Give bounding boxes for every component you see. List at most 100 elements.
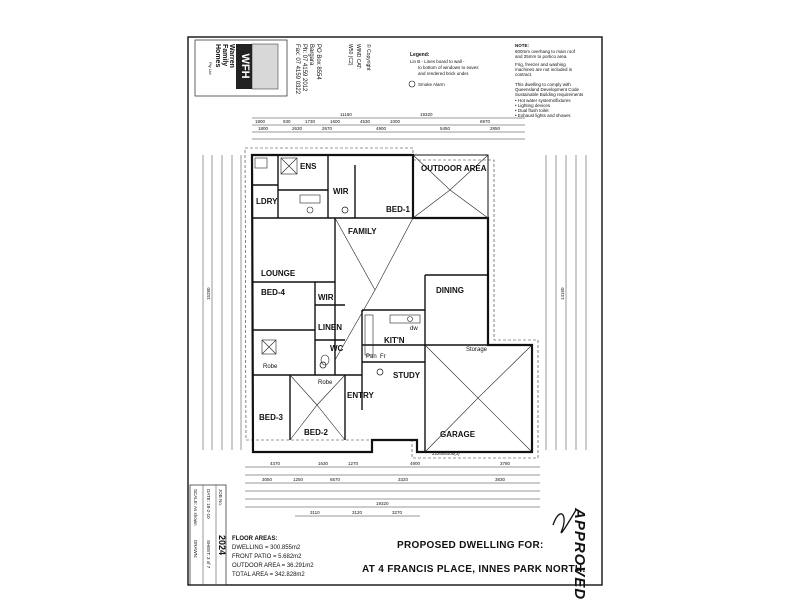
garage-door-size: 2220x5100(J) — [432, 451, 460, 456]
svg-text:PO Box 8554: PO Box 8554 — [315, 44, 321, 80]
svg-text:1000: 1000 — [390, 119, 401, 124]
svg-text:This dwelling to comply with: This dwelling to comply with — [515, 82, 571, 87]
signature-mark — [552, 509, 577, 534]
svg-text:4370: 4370 — [270, 461, 281, 466]
room-bed1: BED-1 — [386, 205, 411, 214]
eaves-line — [244, 147, 539, 459]
room-wir1: WIR — [333, 187, 349, 196]
room-ens: ENS — [300, 162, 317, 171]
svg-text:1800: 1800 — [258, 126, 269, 131]
svg-text:3050: 3050 — [262, 477, 273, 482]
svg-text:DRAWN:: DRAWN: — [193, 540, 198, 558]
svg-text:Smoke Alarm: Smoke Alarm — [418, 82, 445, 87]
company-contact: PO Box 8554 Bargara Ph: 07 4159 2012 Fax… — [294, 44, 321, 95]
svg-text:OUTDOOR AREA = 36.291m2: OUTDOOR AREA = 36.291m2 — [232, 563, 314, 569]
legend: Legend: Lin B - Lines board to wall - to… — [408, 52, 479, 88]
svg-text:3120: 3120 — [352, 510, 363, 515]
smoke-alarm-icon — [408, 80, 416, 88]
room-linen: LINEN — [318, 323, 342, 332]
svg-text:• Lighting devices: • Lighting devices — [515, 103, 551, 108]
room-ldry: LDRY — [256, 197, 278, 206]
svg-text:3780: 3780 — [500, 461, 511, 466]
svg-text:contract.: contract. — [515, 72, 532, 77]
svg-text:W50 (C2): W50 (C2) — [347, 44, 353, 66]
svg-text:Family: Family — [221, 44, 228, 66]
svg-text:1730: 1730 — [305, 119, 316, 124]
company-name: Warren Family Homes Pty Ltd — [208, 44, 235, 74]
copyright-block: © Copyright WIND CAT: W50 (C2) — [347, 44, 372, 71]
room-wc: WC — [330, 344, 344, 353]
room-fr: Fr — [380, 354, 386, 360]
laundry-tub-icon — [254, 157, 268, 169]
smoke-alarm-icon — [319, 361, 327, 369]
svg-text:930: 930 — [283, 119, 291, 124]
svg-text:1250: 1250 — [293, 477, 304, 482]
svg-text:Homes: Homes — [214, 44, 221, 67]
svg-text:and 25mm to portico area.: and 25mm to portico area. — [515, 54, 568, 59]
svg-text:TOTAL AREA = 342.828m2: TOTAL AREA = 342.828m2 — [232, 572, 305, 578]
room-entry: ENTRY — [347, 391, 374, 400]
svg-text:and rendered brick under.: and rendered brick under. — [418, 71, 469, 76]
svg-text:Legend:: Legend: — [410, 52, 430, 58]
sheet-border — [187, 36, 603, 586]
proposed-title: PROPOSED DWELLING FOR: — [397, 540, 544, 551]
room-storage: Storage — [466, 347, 488, 353]
room-wir2: WIR — [318, 293, 334, 302]
svg-text:Fax: 07 4159 0322: Fax: 07 4159 0322 — [294, 44, 300, 95]
right-dimensions: 14160 — [545, 155, 587, 450]
toilet-icon — [320, 354, 330, 366]
svg-text:© Copyright: © Copyright — [365, 44, 372, 71]
svg-text:Queensland Development Code: Queensland Development Code — [515, 87, 580, 92]
smoke-alarm-icon — [376, 368, 384, 376]
svg-text:19320: 19320 — [376, 501, 389, 506]
svg-text:FRONT PATIO = 5.682m2: FRONT PATIO = 5.682m2 — [232, 554, 302, 560]
svg-text:SHEET: 3 of 7: SHEET: 3 of 7 — [206, 540, 211, 569]
svg-text:APPROVED: APPROVED — [571, 507, 588, 600]
room-garage: GARAGE — [440, 430, 476, 439]
site-address: AT 4 FRANCIS PLACE, INNES PARK NORTH. — [362, 564, 586, 575]
floor-plan — [244, 147, 539, 459]
svg-text:11160: 11160 — [340, 112, 352, 117]
svg-text:Sustainable Building requireme: Sustainable Building requirements — [515, 92, 584, 97]
svg-text:1800: 1800 — [255, 119, 266, 124]
room-study: STUDY — [393, 371, 421, 380]
svg-text:• Exhaust lights and shower.: • Exhaust lights and shower. — [515, 113, 571, 118]
floor-areas: FLOOR AREAS: DWELLING = 300.855m2 FRONT … — [232, 536, 314, 578]
svg-text:4900: 4900 — [376, 126, 387, 131]
room-bed4: BED-4 — [261, 288, 286, 297]
svg-text:NOTE:: NOTE: — [515, 43, 530, 48]
svg-text:15280: 15280 — [206, 287, 211, 300]
approved-stamp: APPROVED — [552, 507, 588, 600]
svg-text:3830: 3830 — [495, 477, 506, 482]
svg-text:SCALE: As shown: SCALE: As shown — [193, 489, 198, 526]
svg-text:Pty Ltd: Pty Ltd — [208, 62, 213, 74]
svg-text:• Dual flush toilet: • Dual flush toilet — [515, 108, 549, 113]
company-logo: WFH — [236, 43, 279, 90]
kitchen-bench — [389, 314, 421, 324]
room-bed2: BED-2 — [304, 428, 329, 437]
vanity-icon — [299, 194, 321, 204]
left-dimensions: 15280 — [202, 155, 242, 450]
svg-text:3270: 3270 — [392, 510, 403, 515]
kitchen-island — [364, 314, 374, 356]
title-block — [194, 39, 288, 97]
svg-text:600mm overhang to main roof: 600mm overhang to main roof — [515, 49, 576, 54]
svg-text:• Hot water systems/fixtures: • Hot water systems/fixtures — [515, 98, 571, 103]
svg-text:Ph: 07 4159 2012: Ph: 07 4159 2012 — [301, 44, 307, 92]
svg-text:14160: 14160 — [560, 287, 565, 300]
svg-text:5450: 5450 — [440, 126, 451, 131]
svg-text:2850: 2850 — [490, 126, 501, 131]
bottom-dimensions: 4370 1630 1270 4900 3780 3050 1250 6570 … — [245, 461, 540, 517]
room-pan: Pan — [366, 354, 377, 360]
smoke-alarm-icon — [341, 206, 349, 214]
outdoor-area-outline — [412, 154, 489, 219]
room-bed3: BED-3 — [259, 413, 284, 422]
svg-text:2024: 2024 — [217, 535, 227, 555]
svg-text:Lin B - Lines board to wall: Lin B - Lines board to wall - — [410, 59, 465, 64]
svg-text:2630: 2630 — [292, 126, 303, 131]
room-lounge: LOUNGE — [261, 269, 296, 278]
room-robe2: Robe — [318, 380, 333, 386]
logo-text: WFH — [239, 53, 251, 78]
